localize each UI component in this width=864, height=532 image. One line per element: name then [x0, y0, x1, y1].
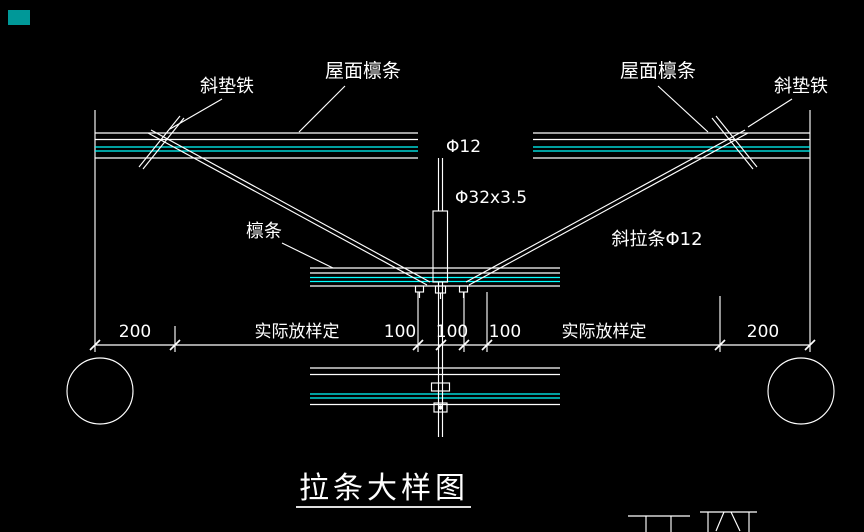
right-diagonal-tie-rod	[465, 129, 749, 286]
label-pad-iron-right: 斜垫铁	[774, 76, 828, 97]
pad-iron-line	[715, 115, 758, 168]
leader-roof-purlin-right	[657, 85, 709, 133]
center-rod-and-pipe	[432, 158, 449, 437]
right-pad-iron	[711, 115, 758, 170]
dim-text-lofting-left: 实际放样定	[255, 322, 340, 342]
pad-iron-line	[138, 115, 181, 168]
dim-tick	[412, 339, 424, 351]
label-diagonal-tie: 斜拉条Φ12	[611, 229, 702, 250]
dim-text-200-left: 200	[119, 322, 151, 342]
corner-swatch	[8, 10, 30, 25]
label-roof-purlin-left: 屋面檩条	[325, 60, 401, 82]
annotation-labels: 斜垫铁 屋面檩条 屋面檩条 斜垫铁 檩条 Φ12 Φ32x3.5 斜拉条Φ12	[200, 60, 828, 250]
anchor-dot	[438, 405, 443, 410]
center-upper-purlin-section	[310, 267, 560, 287]
fragment-line	[715, 511, 725, 532]
boundary-lines	[94, 110, 811, 352]
center-lower-purlin-section	[310, 367, 560, 406]
tie-rod-line	[147, 132, 428, 286]
dim-text-200-right: 200	[747, 322, 779, 342]
bolt-details	[414, 285, 469, 413]
dim-text-100-a: 100	[384, 322, 416, 342]
dim-text-100-b: 100	[436, 322, 468, 342]
tie-rod-line	[468, 132, 749, 286]
label-roof-purlin-right: 屋面檩条	[620, 60, 696, 82]
dim-tick	[435, 339, 447, 351]
bottom-edge-fragment	[628, 511, 757, 532]
bolt-head	[434, 285, 447, 294]
tie-rod-line	[150, 129, 431, 283]
tie-rod-line	[465, 129, 746, 283]
leader-lines	[169, 85, 793, 269]
dim-tick	[804, 339, 816, 351]
dim-tick	[481, 339, 493, 351]
leader-pad-iron-left	[169, 98, 223, 130]
washer-plate	[430, 382, 451, 392]
dimension-chain: 200 实际放样定 100 100 100 实际放样定 200	[89, 292, 816, 352]
dim-tick	[169, 339, 181, 351]
leader-purlin	[281, 242, 334, 269]
pad-iron-line	[142, 117, 185, 170]
dim-tick	[458, 339, 470, 351]
bolt-head	[414, 285, 425, 293]
dim-text-100-c: 100	[489, 322, 521, 342]
leader-pad-iron-right	[747, 98, 793, 128]
label-pad-iron-left: 斜垫铁	[200, 76, 254, 97]
left-pad-iron	[138, 115, 185, 170]
anchor-nut	[433, 402, 448, 413]
pad-iron-line	[711, 117, 754, 170]
label-rod-diameter: Φ12	[446, 137, 481, 157]
dim-tick	[89, 339, 101, 351]
pipe-sleeve	[432, 210, 449, 283]
dim-tick	[714, 339, 726, 351]
label-pipe-spec: Φ32x3.5	[455, 188, 527, 208]
bolt-head	[458, 285, 469, 293]
leader-roof-purlin-left	[298, 85, 346, 133]
fragment-line	[730, 511, 741, 532]
left-roof-purlin-section	[95, 132, 418, 159]
label-purlin: 檩条	[246, 221, 282, 242]
axis-bubble-left	[66, 357, 134, 425]
left-diagonal-tie-rod	[147, 129, 431, 286]
title-block: 拉条大样图	[296, 471, 471, 508]
axis-bubble-right	[767, 357, 835, 425]
dim-text-lofting-right: 实际放样定	[562, 322, 647, 342]
right-roof-purlin-section	[533, 132, 810, 159]
drawing-title: 拉条大样图	[299, 471, 469, 506]
